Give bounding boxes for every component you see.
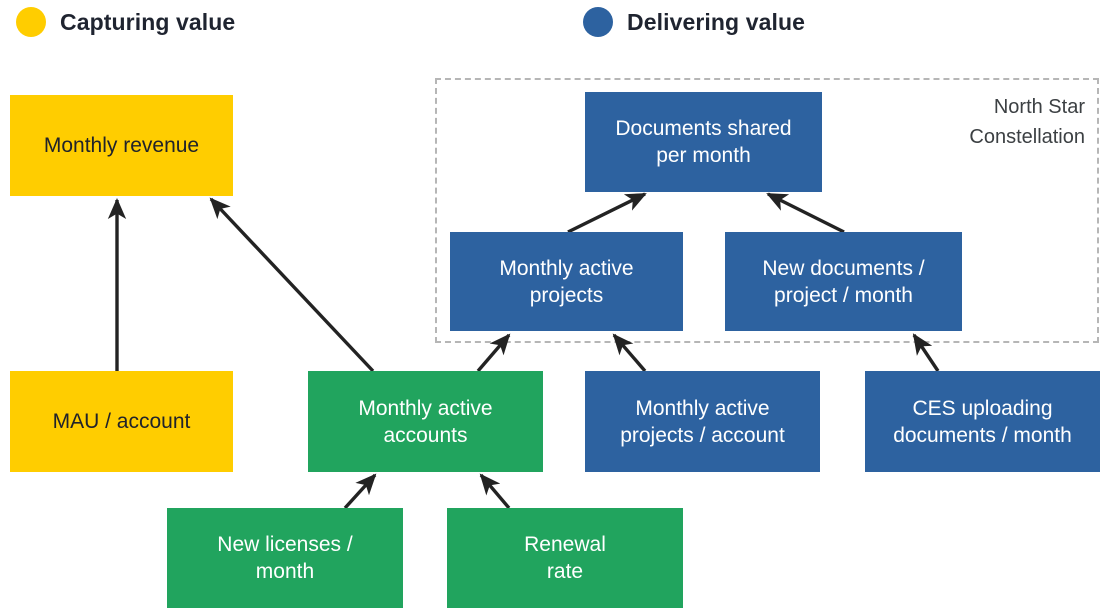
node-new-licenses-month-label: New licenses / month (217, 533, 353, 583)
node-new-documents-project-month[interactable]: New documents / project / month (725, 232, 962, 331)
node-mau-account-label: MAU / account (52, 410, 191, 433)
node-monthly-active-accounts-label: Monthly active accounts (358, 396, 493, 447)
circle-icon (16, 7, 46, 37)
legend-label-capturing-value: Capturing value (60, 8, 236, 35)
node-documents-shared-per-month[interactable]: Documents shared per month (585, 92, 822, 192)
node-renewal-rate[interactable]: Renewal rate (447, 508, 683, 608)
node-monthly-active-projects[interactable]: Monthly active projects (450, 232, 683, 331)
legend-item-capturing-value: Capturing value (16, 7, 235, 37)
node-monthly-revenue[interactable]: Monthly revenue (10, 95, 233, 196)
arrow-new-licenses-to-monthly-active-accounts (343, 473, 377, 510)
arrow-renewal-rate-to-monthly-active-accounts (479, 473, 511, 510)
node-renewal-rate-label: Renewal rate (524, 533, 606, 583)
arrow-monthly-active-accounts-to-monthly-revenue (209, 197, 375, 373)
node-documents-shared-per-month-label: Documents shared per month (615, 117, 792, 167)
node-ces-uploading-documents[interactable]: CES uploading documents / month (865, 371, 1100, 472)
legend-label-delivering-value: Delivering value (627, 8, 806, 35)
circle-icon (583, 7, 613, 37)
north-star-constellation-label: North Star Constellation (969, 96, 1085, 148)
node-monthly-active-projects-per-account[interactable]: Monthly active projects / account (585, 371, 820, 472)
node-ces-uploading-documents-label: CES uploading documents / month (893, 396, 1072, 447)
legend-item-delivering-value: Delivering value (583, 7, 805, 37)
node-monthly-revenue-label: Monthly revenue (43, 134, 200, 157)
node-monthly-active-projects-label: Monthly active projects (499, 256, 634, 307)
node-new-licenses-month[interactable]: New licenses / month (167, 508, 403, 608)
node-mau-account[interactable]: MAU / account (10, 371, 233, 472)
node-monthly-active-projects-per-account-label: Monthly active projects / account (620, 396, 785, 447)
node-new-documents-project-month-label: New documents / project / month (762, 256, 925, 307)
node-monthly-active-accounts[interactable]: Monthly active accounts (308, 371, 543, 472)
north-star-constellation-frame (435, 78, 1099, 343)
